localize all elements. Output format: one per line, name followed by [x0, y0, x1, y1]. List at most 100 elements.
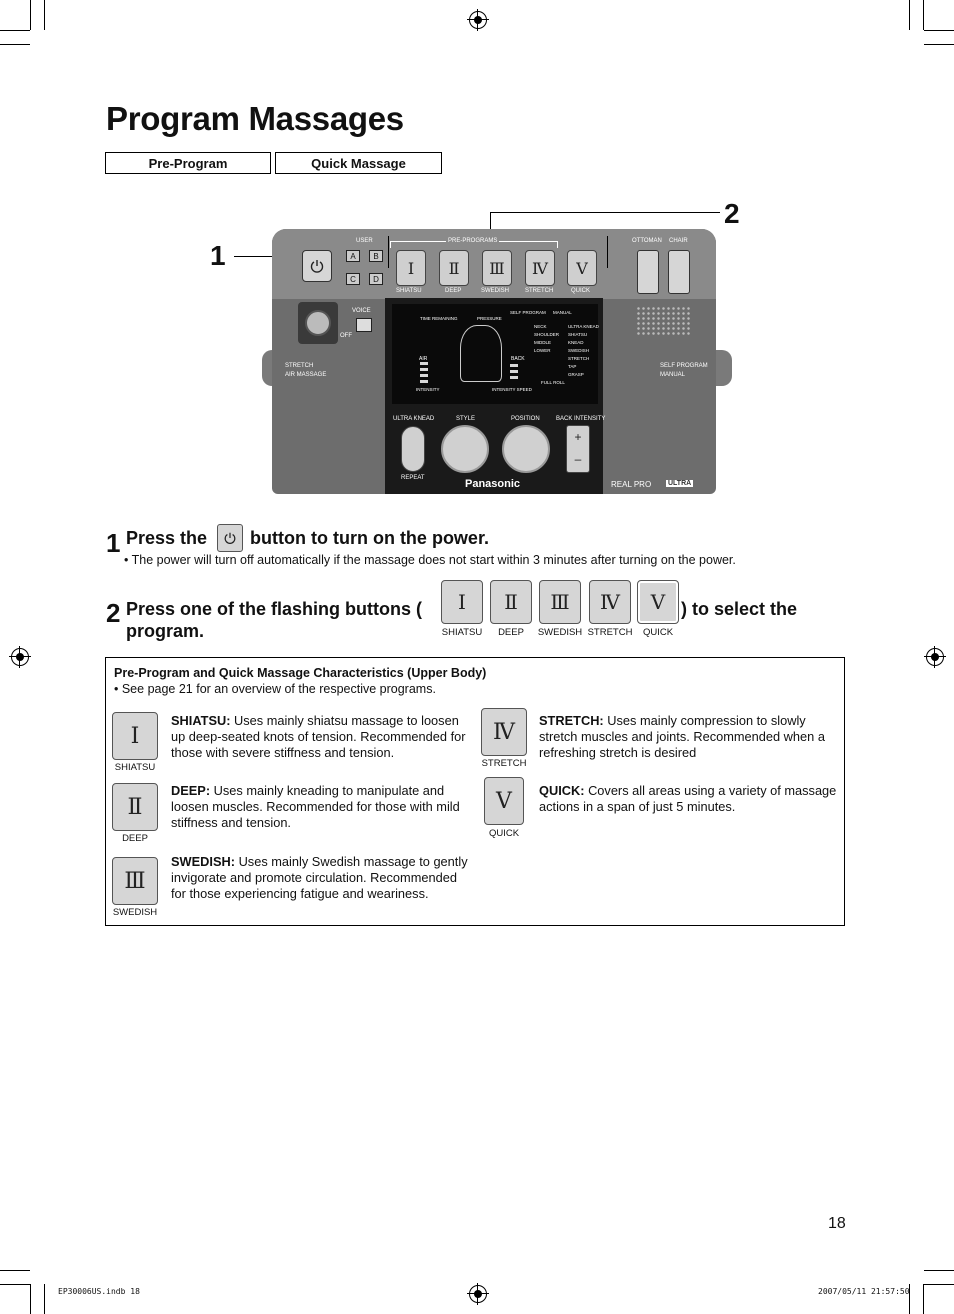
quick-button-icon: Ⅴ: [484, 777, 524, 825]
step-text: program.: [126, 621, 205, 641]
lcd-style-item: KNEAD: [568, 340, 584, 345]
step-text: Press the: [126, 528, 208, 548]
lcd-display: [392, 304, 598, 404]
crop-mark: [909, 1284, 910, 1314]
voice-button[interactable]: [356, 318, 372, 332]
stretch-air-label: STRETCH: [285, 363, 314, 369]
numeral: Ⅱ: [127, 794, 143, 820]
lcd-bar: [420, 374, 428, 377]
lcd-pressure-label: PRESSURE: [477, 316, 502, 321]
lcd-intensity-speed-label: INTENSITY SPEED: [492, 387, 532, 392]
lcd-time-label: TIME REMAINING: [420, 316, 458, 321]
step-text: Press one of the flashing buttons (: [126, 599, 423, 619]
step-number: 1: [106, 528, 121, 558]
inline-program-label: DEEP: [498, 627, 524, 638]
registration-mark-icon: [9, 646, 31, 668]
crop-mark: [924, 1270, 954, 1271]
program-name: SHIATSU:: [171, 713, 231, 728]
inline-program-button-deep: Ⅱ: [490, 580, 532, 624]
style-label: STYLE: [456, 416, 476, 422]
lcd-area-item: LOWER: [534, 348, 551, 353]
remote-program-button-deep[interactable]: Ⅱ: [439, 250, 469, 286]
numeral: Ⅰ: [458, 590, 466, 614]
swedish-button-icon: Ⅲ: [112, 857, 158, 905]
numeral: Ⅴ: [650, 590, 666, 614]
shiatsu-button-icon: Ⅰ: [112, 712, 158, 760]
pre-programs-label: PRE-PROGRAMS: [446, 238, 500, 244]
characteristics-title: Pre-Program and Quick Massage Characteri…: [114, 666, 487, 680]
inline-program-button-quick: Ⅴ: [637, 580, 679, 624]
print-slug: EP30006US.indb 18: [58, 1287, 140, 1296]
stretch-button-icon: Ⅳ: [481, 708, 527, 756]
chair-label: CHAIR: [669, 238, 688, 244]
lcd-bar: [510, 370, 518, 373]
numeral: Ⅲ: [550, 590, 570, 614]
numeral: Ⅰ: [130, 723, 140, 749]
inline-program-label: QUICK: [642, 627, 674, 638]
position-dial[interactable]: [502, 425, 550, 473]
program-text: Uses mainly compression to slowly stretc…: [539, 713, 825, 760]
registration-mark-icon: [924, 646, 946, 668]
inline-program-button-shiatsu: Ⅰ: [441, 580, 483, 624]
crop-mark: [0, 1284, 30, 1285]
lcd-bar: [420, 362, 428, 365]
crop-mark: [923, 1284, 924, 1314]
lcd-style-item: SWEDISH: [568, 348, 590, 353]
back-intensity-label: BACK INTENSITY: [556, 416, 606, 422]
lcd-style-item: SHIATSU: [568, 332, 588, 337]
crop-mark: [924, 30, 954, 31]
step-text: ) to select the: [681, 599, 798, 619]
remote-program-button-stretch[interactable]: Ⅳ: [525, 250, 555, 286]
quick-description: QUICK: Covers all areas using a variety …: [539, 783, 837, 815]
style-dial[interactable]: [441, 425, 489, 473]
crop-mark: [923, 0, 924, 30]
power-icon: [310, 260, 324, 273]
lcd-style-item: TAP: [568, 364, 577, 369]
lcd-style-item: GRASP: [568, 372, 584, 377]
remote-program-button-shiatsu[interactable]: Ⅰ: [396, 250, 426, 286]
lcd-style-item: ULTRA KNEAD: [568, 324, 599, 329]
quick-label: QUICK: [488, 828, 520, 839]
lcd-self-program-label: SELF PROGRAM: [510, 310, 546, 315]
user-button-c[interactable]: C: [346, 273, 360, 285]
numeral: Ⅴ: [496, 788, 512, 814]
chair-button[interactable]: [668, 250, 690, 294]
registration-mark-icon: [467, 1283, 489, 1305]
stop-icon: [305, 310, 331, 336]
inline-power-button: [217, 524, 243, 552]
lcd-bar: [510, 376, 518, 379]
program-text: Uses mainly Swedish massage to gently in…: [171, 854, 468, 901]
power-button[interactable]: [302, 250, 332, 282]
ultra-knead-button[interactable]: [401, 426, 425, 472]
shiatsu-label: SHIATSU: [114, 762, 156, 773]
ultra-logo: ULTRA: [666, 480, 694, 487]
step-note: • The power will turn off automatically …: [124, 553, 736, 567]
remote-program-label: DEEP: [445, 288, 462, 294]
deep-button-icon: Ⅱ: [112, 783, 158, 831]
print-slug: 2007/05/11 21:57:50: [818, 1287, 910, 1296]
back-intensity-button[interactable]: + –: [566, 425, 590, 473]
ottoman-button[interactable]: [637, 250, 659, 294]
remote-program-label: STRETCH: [525, 288, 554, 294]
stretch-description: STRETCH: Uses mainly compression to slow…: [539, 713, 837, 761]
user-button-b[interactable]: B: [369, 250, 383, 262]
page-number: 18: [828, 1215, 846, 1232]
inline-program-label: STRETCH: [587, 627, 633, 638]
user-button-a[interactable]: A: [346, 250, 360, 262]
self-program-manual-label: SELF PROGRAM: [660, 363, 708, 369]
crop-mark: [924, 1284, 954, 1285]
lcd-full-roll-label: FULL ROLL: [541, 380, 565, 385]
stop-button[interactable]: [298, 302, 338, 344]
lcd-air-label: AIR: [419, 356, 428, 362]
remote-program-label: SHIATSU: [396, 288, 422, 294]
speaker-grille: [636, 306, 690, 336]
remote-program-button-quick[interactable]: Ⅴ: [567, 250, 597, 286]
lcd-back-label: BACK: [511, 356, 525, 362]
deep-label: DEEP: [122, 833, 148, 844]
remote-program-button-swedish[interactable]: Ⅲ: [482, 250, 512, 286]
inline-program-label: SWEDISH: [537, 627, 583, 638]
shiatsu-description: SHIATSU: Uses mainly shiatsu massage to …: [171, 713, 471, 761]
tab-quick-massage: Quick Massage: [275, 152, 442, 174]
step-text: button to turn on the power.: [250, 528, 489, 548]
user-button-d[interactable]: D: [369, 273, 383, 285]
